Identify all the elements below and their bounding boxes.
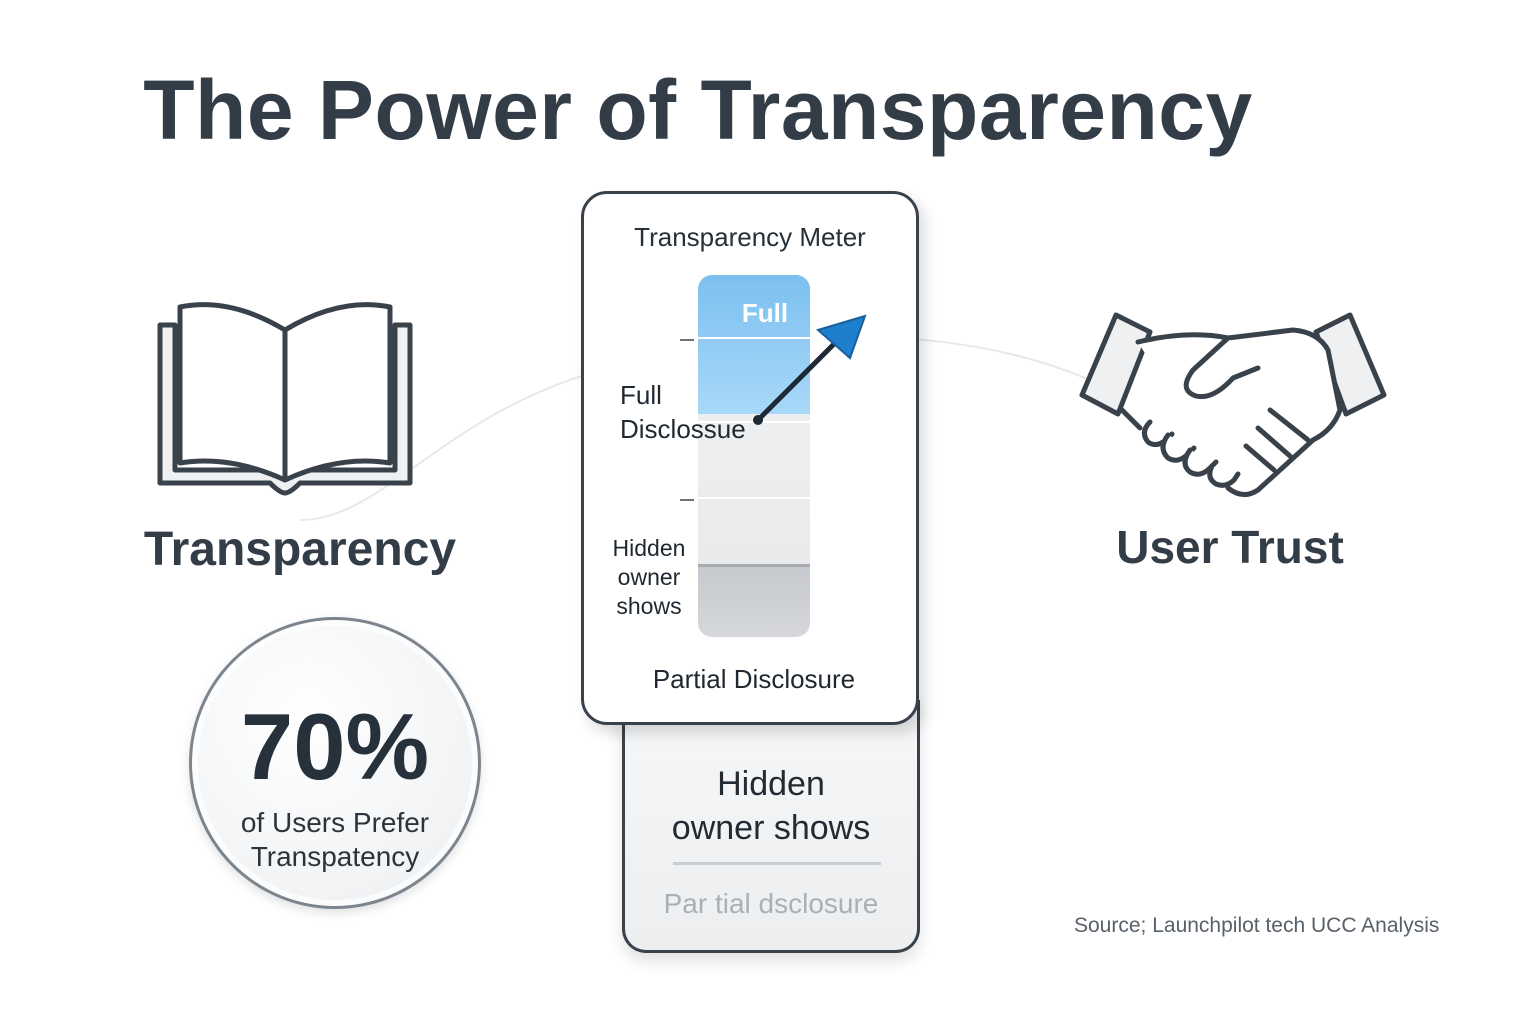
- hidden-small-line1: Hidden: [612, 535, 686, 561]
- partial-disclosure-label: Partial Disclosure: [652, 664, 856, 694]
- meter-divider: [698, 497, 810, 499]
- meter-tick: [680, 499, 694, 501]
- meter-divider: [698, 337, 810, 339]
- transparency-label: Transparency: [143, 523, 457, 576]
- hidden-owner-text: Hidden owner shows: [625, 762, 917, 850]
- stat-circle: 70% of Users Prefer Transpatency: [189, 617, 481, 909]
- source-note: Source; Launchpilot tech UCC Analysis: [1074, 914, 1440, 937]
- meter-bar: [698, 275, 810, 637]
- stat-value: 70%: [240, 694, 430, 799]
- divider: [673, 862, 881, 865]
- full-disclosure-label: Full Disclossue: [620, 378, 746, 446]
- page-title: The Power of Transparency: [143, 63, 1253, 157]
- stat-caption-line2: Transpatency: [250, 841, 420, 872]
- hidden-owner-line2: owner shows: [671, 809, 871, 847]
- full-disclosure-line1: Full: [620, 380, 662, 410]
- stat-caption-line1: of Users Prefer: [240, 807, 430, 838]
- meter-title: Transparency Meter: [634, 222, 866, 252]
- hidden-small-line3: shows: [616, 593, 682, 619]
- open-book-icon: [150, 295, 420, 505]
- transparency-meter-card: Transparency Meter Full Full Disclossue …: [581, 191, 919, 725]
- partial-disclosure-faded: Par tial dsclosure: [663, 888, 879, 919]
- meter-full-label: Full: [741, 298, 789, 328]
- stat-caption: of Users Prefer Transpatency: [192, 806, 478, 874]
- full-disclosure-line2: Disclossue: [620, 414, 746, 444]
- meter-tick: [680, 339, 694, 341]
- user-trust-label: User Trust: [1116, 521, 1344, 573]
- hidden-small-line2: owner: [617, 564, 681, 590]
- hidden-owner-line1: Hidden: [717, 765, 825, 803]
- hidden-owner-small-label: Hidden owner shows: [604, 534, 694, 621]
- hidden-owner-card: Hidden owner shows Par tial dsclosure: [622, 700, 920, 953]
- meter-fill: [698, 275, 810, 414]
- handshake-icon: [1078, 310, 1388, 505]
- meter-low-segment: [698, 564, 810, 637]
